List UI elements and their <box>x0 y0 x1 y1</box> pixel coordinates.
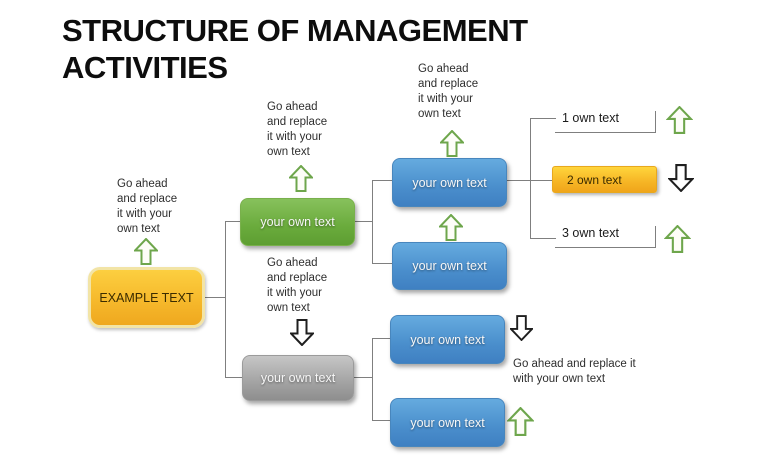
leaf-item-2: 2 own text <box>552 166 657 193</box>
caption-root: Go ahead and replace it with your own te… <box>117 178 178 235</box>
node-bottom-child-2: your own text <box>390 398 505 447</box>
leaf1-underline-tick <box>655 111 656 133</box>
node-top-child-1: your own text <box>392 158 507 207</box>
caption-top-child-1: Go ahead and replace it with your own te… <box>418 63 479 120</box>
down-arrow-icon <box>288 319 316 347</box>
caption-branch-bottom: Go ahead and replace it with your own te… <box>267 257 328 314</box>
node-example-text: EXAMPLE TEXT <box>88 267 205 328</box>
leaf-item-1: 1 own text <box>562 111 619 125</box>
connector-to-leaf1 <box>530 118 556 119</box>
up-arrow-icon <box>663 224 692 253</box>
connector-gray-to-blue3 <box>372 338 390 339</box>
connector-gray-h <box>352 377 372 378</box>
connector-blue1-h <box>505 180 552 181</box>
up-arrow-icon <box>132 237 160 265</box>
node-bottom-child-1: your own text <box>390 315 505 364</box>
caption-branch-top: Go ahead and replace it with your own te… <box>267 101 328 158</box>
leaf1-underline <box>555 132 656 133</box>
up-arrow-icon <box>438 129 466 157</box>
connector-gray-v <box>372 338 373 421</box>
up-arrow-icon <box>287 164 315 192</box>
up-arrow-icon <box>665 105 694 134</box>
down-arrow-icon <box>508 315 535 342</box>
leaf3-underline-tick <box>655 226 656 248</box>
node-top-child-2: your own text <box>392 242 507 290</box>
up-arrow-icon <box>437 213 465 241</box>
connector-root-h <box>205 297 226 298</box>
connector-green-to-blue2 <box>372 263 392 264</box>
connector-leaf-v <box>530 118 531 239</box>
connector-root-to-gray <box>225 377 242 378</box>
up-arrow-icon <box>506 406 535 436</box>
page-title: STRUCTURE OF MANAGEMENT ACTIVITIES <box>62 13 528 85</box>
node-branch-bottom: your own text <box>242 355 354 401</box>
down-arrow-icon <box>667 164 695 193</box>
connector-green-h <box>353 221 372 222</box>
connector-to-leaf3 <box>530 238 556 239</box>
connector-green-v <box>372 180 373 264</box>
caption-bottom-child-1: Go ahead and replace it with your own te… <box>513 358 636 385</box>
leaf-item-3: 3 own text <box>562 226 619 240</box>
connector-gray-to-blue4 <box>372 420 390 421</box>
node-branch-top: your own text <box>240 198 355 246</box>
connector-root-to-green <box>225 221 240 222</box>
connector-root-v <box>225 221 226 378</box>
leaf3-underline <box>555 247 656 248</box>
connector-green-to-blue1 <box>372 180 392 181</box>
